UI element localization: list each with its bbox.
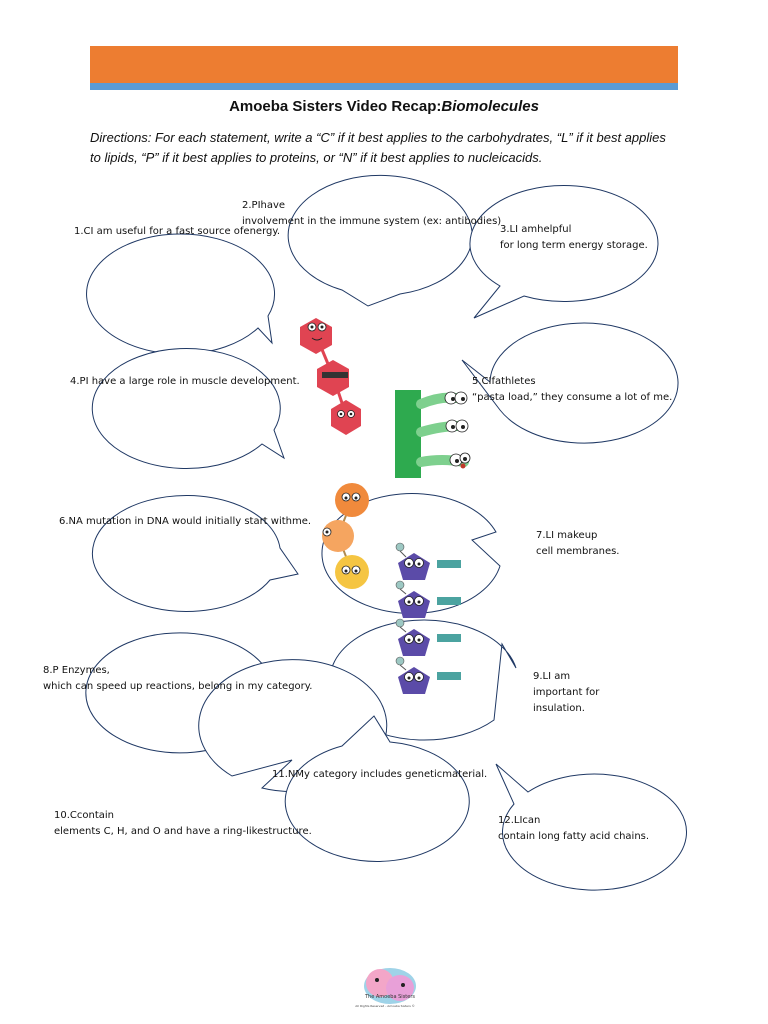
header-blue-band xyxy=(90,83,678,90)
statement-8: 8.P Enzymes, which can speed up reaction… xyxy=(43,665,313,692)
speech-bubble-2 xyxy=(287,174,473,307)
amoeba-sisters-logo: The Amoeba Sisters xyxy=(364,968,416,1004)
statement-6: 6.NA mutation in DNA would initially sta… xyxy=(59,516,312,527)
speech-bubble-4 xyxy=(91,348,285,469)
directions-text: Directions: For each statement, write a … xyxy=(90,130,666,165)
statement-9: 9.LI am important for insulation. xyxy=(533,671,600,714)
speech-bubble-12 xyxy=(495,763,687,891)
speech-bubble-3 xyxy=(469,185,659,319)
statement-12: 12.LIcan contain long fatty acid chains. xyxy=(498,815,650,842)
title-plain: Amoeba Sisters Video Recap: xyxy=(229,98,442,115)
speech-bubble-1 xyxy=(86,233,275,355)
header-orange-band xyxy=(90,46,678,83)
protein-chain-illustration xyxy=(300,318,361,435)
speech-bubble-6 xyxy=(91,494,299,612)
statement-2: 2.PIhave involvement in the immune syste… xyxy=(242,200,502,227)
footer-credit: All Rights Reserved - Amoeba Sisters © xyxy=(355,1004,415,1008)
page-title: Amoeba Sisters Video Recap:Biomolecules xyxy=(0,98,768,115)
speech-bubble-11 xyxy=(284,715,470,862)
statement-1: 1.CI am useful for a fast source ofenerg… xyxy=(74,226,281,237)
speech-bubble-5 xyxy=(461,322,679,444)
logo-text: The Amoeba Sisters xyxy=(364,994,415,1000)
statement-5: 5.CIfathletes “pasta load,” they consume… xyxy=(472,376,673,403)
speech-bubble-7 xyxy=(321,493,501,614)
title-italic: Biomolecules xyxy=(441,98,539,115)
nucleotide-chain-illustration xyxy=(322,483,369,589)
statement-3: 3.LI amhelpful for long term energy stor… xyxy=(500,224,648,251)
statement-7: 7.LI makeup cell membranes. xyxy=(536,530,620,557)
statement-10: 10.Ccontain elements C, H, and O and hav… xyxy=(54,810,312,837)
statement-11: 11.NMy category includes geneticmaterial… xyxy=(272,769,488,780)
statement-4: 4.PI have a large role in muscle develop… xyxy=(70,376,300,387)
carbohydrate-illustration xyxy=(395,390,471,478)
lipid-chain-illustration xyxy=(395,542,461,694)
